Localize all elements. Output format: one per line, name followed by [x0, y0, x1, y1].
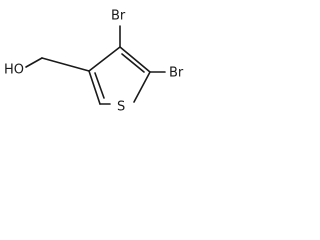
bond-c2-c3-double [94, 72, 105, 99]
bromine-top-label: Br [111, 9, 126, 24]
bond-c3-c4 [88, 46, 121, 72]
bond-c2-c3 [88, 70, 101, 105]
hydroxyl-label: HO [4, 63, 24, 78]
bond-ch2-c3 [41, 57, 90, 72]
bromine-right-label: Br [169, 66, 184, 81]
bonds [25, 25, 166, 105]
sulfur-label: S [117, 100, 125, 115]
bond-c4-c5-double [121, 53, 145, 73]
chemical-structure: HO Br Br S [4, 9, 184, 115]
bond-c5-s [133, 71, 151, 103]
bond-c4-c5 [119, 46, 151, 73]
bond-o-ch2 [25, 57, 43, 68]
